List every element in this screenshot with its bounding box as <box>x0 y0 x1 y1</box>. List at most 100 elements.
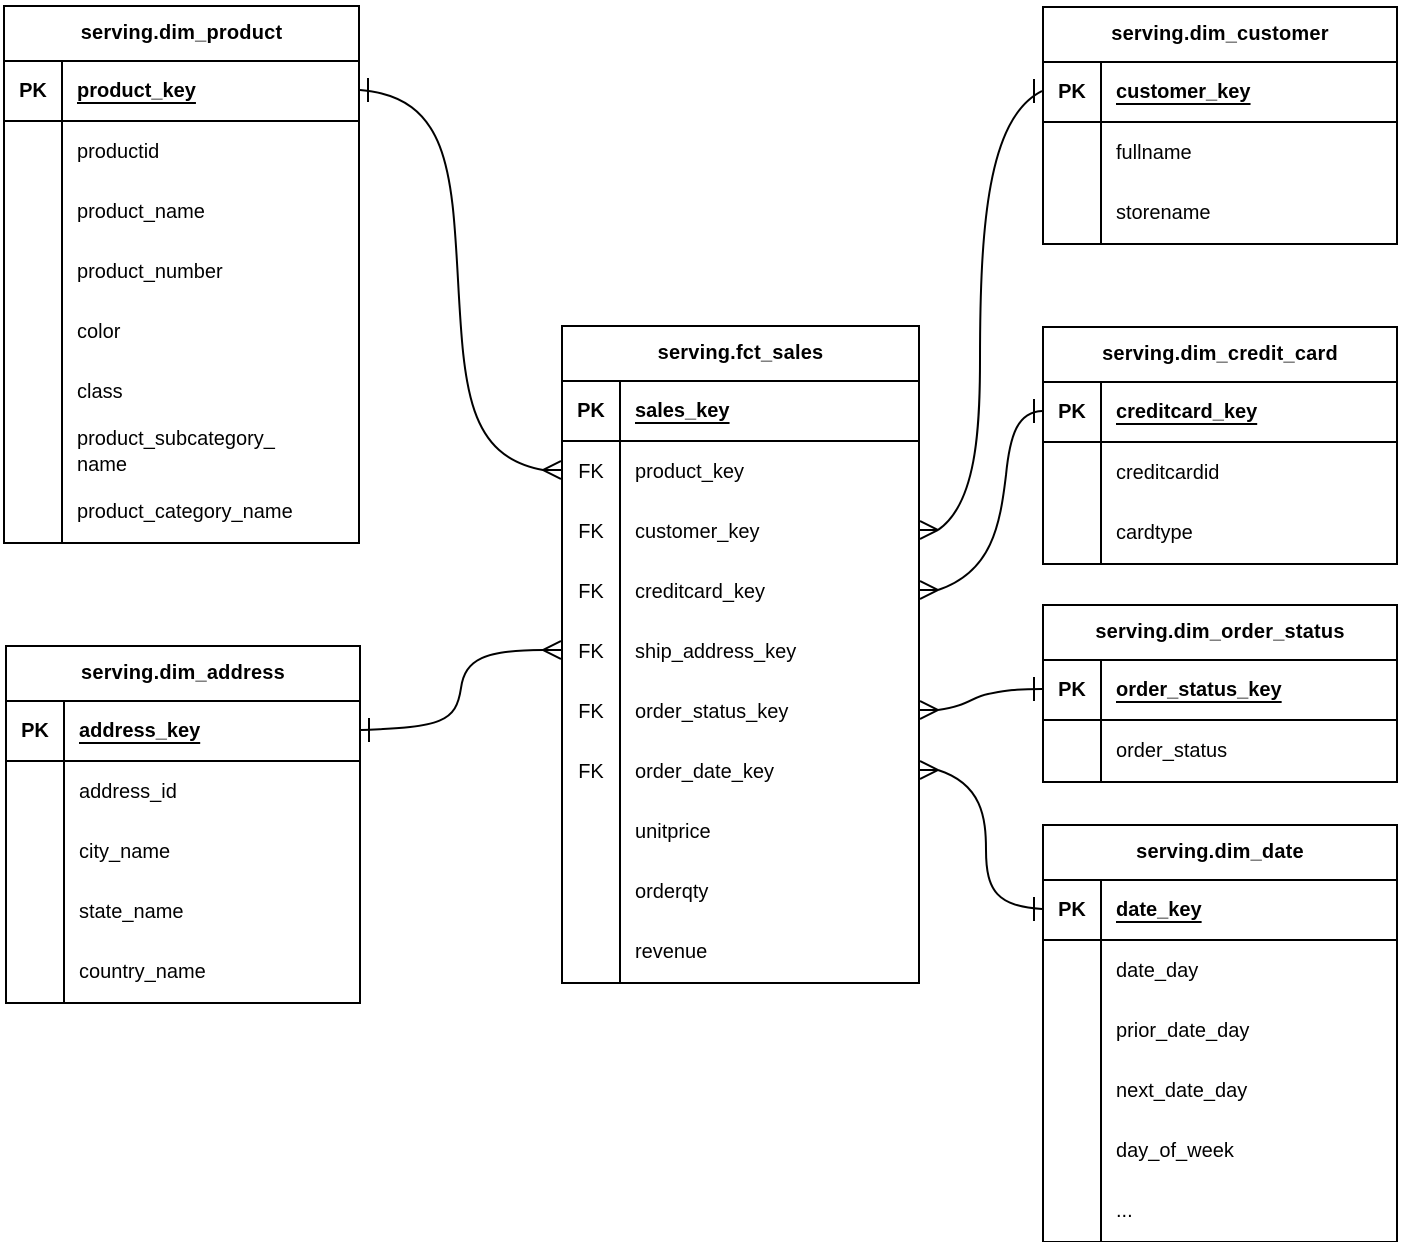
field-name: order_status_key <box>635 701 789 723</box>
primary-key-row: PK creditcard_key <box>1044 383 1396 443</box>
field-name: state_name <box>79 901 184 923</box>
fk-badge: FK <box>563 622 621 682</box>
field-row: ... <box>1044 1181 1396 1241</box>
fk-badge <box>5 182 63 242</box>
fk-badge: FK <box>563 742 621 802</box>
field-name: revenue <box>635 941 708 963</box>
table-body: productid product_name product_number co… <box>5 122 358 542</box>
field-row: cardtype <box>1044 503 1396 563</box>
relationship-fct_sales-order_status_key-to-dim_order_status <box>919 677 1043 720</box>
field-name: product_number <box>77 261 223 283</box>
pk-badge: PK <box>1044 881 1102 939</box>
table-title: serving.dim_order_status <box>1044 606 1396 661</box>
relationship-fct_sales-order_date_key-to-dim_date <box>919 760 1043 921</box>
pk-field-name: date_key <box>1116 899 1202 921</box>
fk-badge <box>1044 721 1102 781</box>
field-row: product_name <box>5 182 358 242</box>
fk-badge <box>1044 1061 1102 1121</box>
field-row: city_name <box>7 822 359 882</box>
pk-badge: PK <box>1044 661 1102 719</box>
table-body: order_status <box>1044 721 1396 781</box>
field-row: day_of_week <box>1044 1121 1396 1181</box>
field-name: customer_key <box>635 521 760 543</box>
fk-badge: FK <box>563 502 621 562</box>
field-name: productid <box>77 141 160 163</box>
fk-badge <box>5 362 63 422</box>
pk-field-name: creditcard_key <box>1116 401 1258 423</box>
field-row: address_id <box>7 762 359 822</box>
fk-badge: FK <box>563 442 621 502</box>
table-dim_order_status: serving.dim_order_status PK order_status… <box>1042 604 1398 783</box>
table-title: serving.dim_date <box>1044 826 1396 881</box>
pk-badge: PK <box>1044 383 1102 441</box>
field-row: class <box>5 362 358 422</box>
field-name: orderqty <box>635 881 709 903</box>
field-row: orderqty <box>563 862 918 922</box>
fk-badge <box>5 302 63 362</box>
fk-badge <box>563 862 621 922</box>
field-row: productid <box>5 122 358 182</box>
field-name: product_subcategory_ name <box>77 428 275 476</box>
field-name: cardtype <box>1116 522 1193 544</box>
field-row: revenue <box>563 922 918 982</box>
field-row: date_day <box>1044 941 1396 1001</box>
fk-badge: FK <box>563 682 621 742</box>
table-title: serving.fct_sales <box>563 327 918 382</box>
pk-field-name: product_key <box>77 80 196 102</box>
field-row: color <box>5 302 358 362</box>
field-row: FK creditcard_key <box>563 562 918 622</box>
fk-badge <box>7 762 65 822</box>
table-title: serving.dim_address <box>7 647 359 702</box>
field-row: state_name <box>7 882 359 942</box>
field-row: storename <box>1044 183 1396 243</box>
fk-badge: FK <box>563 562 621 622</box>
pk-field-name: customer_key <box>1116 81 1251 103</box>
table-fct_sales: serving.fct_sales PK sales_key FK produc… <box>561 325 920 984</box>
fk-badge <box>1044 1001 1102 1061</box>
field-row: creditcardid <box>1044 443 1396 503</box>
table-dim_product: serving.dim_product PK product_key produ… <box>3 5 360 544</box>
table-dim_customer: serving.dim_customer PK customer_key ful… <box>1042 6 1398 245</box>
fk-badge <box>1044 123 1102 183</box>
fk-badge <box>7 942 65 1002</box>
field-row: order_status <box>1044 721 1396 781</box>
fk-badge <box>5 422 63 482</box>
fk-badge <box>1044 1121 1102 1181</box>
field-name: unitprice <box>635 821 711 843</box>
field-name: color <box>77 321 121 343</box>
pk-badge: PK <box>563 382 621 440</box>
primary-key-row: PK date_key <box>1044 881 1396 941</box>
field-name: creditcardid <box>1116 462 1220 484</box>
fk-badge <box>5 242 63 302</box>
fk-badge <box>1044 443 1102 503</box>
pk-badge: PK <box>1044 63 1102 121</box>
field-row: product_number <box>5 242 358 302</box>
field-name: fullname <box>1116 142 1192 164</box>
table-body: creditcardid cardtype <box>1044 443 1396 563</box>
primary-key-row: PK address_key <box>7 702 359 762</box>
pk-badge: PK <box>7 702 65 760</box>
field-row: FK product_key <box>563 442 918 502</box>
field-name: order_status <box>1116 740 1228 762</box>
field-name: creditcard_key <box>635 581 766 603</box>
field-row: FK order_status_key <box>563 682 918 742</box>
fk-badge <box>7 882 65 942</box>
pk-field-name: sales_key <box>635 400 730 422</box>
table-title: serving.dim_credit_card <box>1044 328 1396 383</box>
field-row: fullname <box>1044 123 1396 183</box>
field-name: address_id <box>79 781 177 803</box>
table-body: date_day prior_date_day next_date_day da… <box>1044 941 1396 1241</box>
field-row: FK order_date_key <box>563 742 918 802</box>
pk-field-name: order_status_key <box>1116 679 1282 701</box>
fk-badge <box>563 922 621 982</box>
fk-badge <box>563 802 621 862</box>
table-dim_credit_card: serving.dim_credit_card PK creditcard_ke… <box>1042 326 1398 565</box>
field-name: country_name <box>79 961 206 983</box>
fk-badge <box>1044 183 1102 243</box>
field-name: prior_date_day <box>1116 1020 1250 1042</box>
primary-key-row: PK product_key <box>5 62 358 122</box>
table-body: address_id city_name state_name country_… <box>7 762 359 1002</box>
field-row: country_name <box>7 942 359 1002</box>
field-name: order_date_key <box>635 761 774 783</box>
